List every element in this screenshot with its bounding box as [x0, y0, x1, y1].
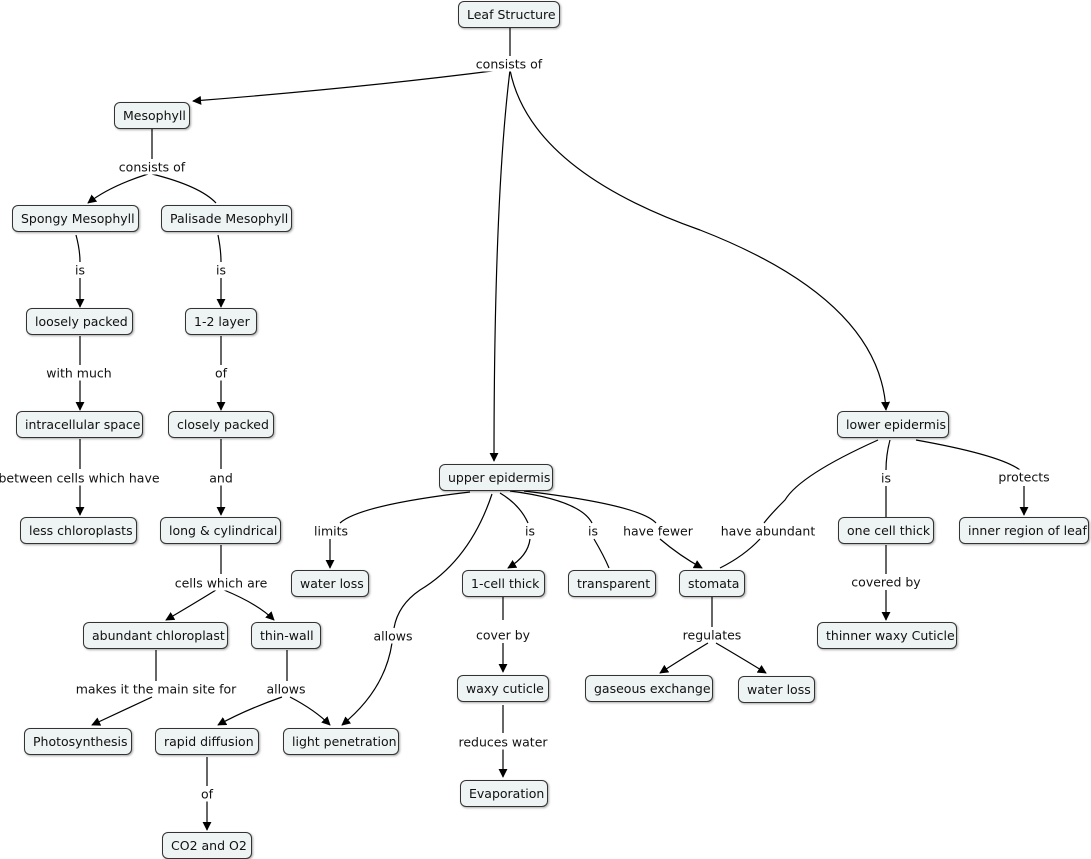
link-label-protects: protects [996, 469, 1052, 485]
link-label-consists-of: consists of [473, 56, 545, 72]
node-abundant-chloroplast[interactable]: abundant chloroplast [83, 622, 228, 649]
edge [223, 589, 275, 621]
node-one-cell-thick-upper[interactable]: 1-cell thick [462, 570, 545, 597]
link-label-with-much: with much [44, 365, 114, 381]
edge [523, 490, 657, 524]
edge [289, 696, 331, 726]
edge [593, 538, 610, 569]
edge [763, 439, 879, 524]
edge [339, 491, 471, 524]
link-label-covered-by: covered by [849, 574, 923, 590]
link-label-allows: allows [371, 628, 415, 644]
edge [719, 538, 761, 569]
edge [489, 69, 511, 462]
link-label-of: of [212, 365, 230, 381]
node-transparent[interactable]: transparent [568, 570, 656, 597]
edge [151, 173, 217, 204]
node-rapid-diffusion[interactable]: rapid diffusion [155, 728, 259, 755]
node-waxy-cuticle[interactable]: waxy cuticle [457, 675, 549, 702]
node-stomata[interactable]: stomata [679, 570, 745, 597]
node-gaseous-exchange[interactable]: gaseous exchange [585, 675, 713, 702]
edge [192, 69, 501, 105]
node-leaf-structure[interactable]: Leaf Structure [458, 1, 560, 28]
edge [91, 696, 153, 726]
link-label-have-abundant: have abundant [718, 523, 818, 539]
link-label-makes-main-site: makes it the main site for [73, 681, 239, 697]
link-label-reduces-water: reduces water [456, 734, 550, 750]
link-label-regulates: regulates [680, 627, 744, 643]
link-label-and: and [207, 470, 235, 486]
edge [715, 642, 767, 674]
link-label-of: of [198, 786, 216, 802]
node-one-two-layer[interactable]: 1-2 layer [185, 308, 257, 335]
link-label-is: is [214, 262, 228, 278]
edge [507, 538, 531, 569]
edge [915, 439, 1021, 471]
node-loosely-packed[interactable]: loosely packed [26, 308, 133, 335]
edge [509, 69, 891, 411]
node-long-cylindrical[interactable]: long & cylindrical [160, 517, 281, 544]
node-thinner-waxy-cuticle[interactable]: thinner waxy Cuticle [817, 622, 957, 649]
link-label-have-fewer: have fewer [621, 523, 695, 539]
link-label-allows: allows [264, 681, 308, 697]
link-label-cover-by: cover by [473, 627, 533, 643]
edge [75, 234, 81, 263]
node-less-chloroplasts[interactable]: less chloroplasts [20, 517, 137, 544]
edge [659, 538, 703, 569]
node-spongy-mesophyll[interactable]: Spongy Mesophyll [12, 205, 139, 232]
edge [393, 493, 493, 629]
edge [217, 234, 222, 263]
node-closely-packed[interactable]: closely packed [168, 411, 274, 438]
link-label-is: is [523, 523, 537, 539]
node-lower-epidermis[interactable]: lower epidermis [837, 411, 949, 438]
link-label-is: is [586, 523, 600, 539]
node-mesophyll[interactable]: Mesophyll [114, 102, 190, 129]
edge [87, 173, 149, 204]
edge [165, 589, 217, 621]
node-water-loss-2[interactable]: water loss [738, 676, 815, 703]
node-water-loss-1[interactable]: water loss [291, 570, 369, 597]
edge [217, 696, 283, 726]
node-photosynthesis[interactable]: Photosynthesis [24, 728, 132, 755]
link-label-consists-of: consists of [116, 159, 188, 175]
edge [341, 642, 393, 726]
edge [499, 492, 529, 524]
node-co2-o2[interactable]: CO2 and O2 [162, 832, 252, 859]
node-one-cell-thick-lower[interactable]: one cell thick [838, 517, 934, 544]
node-palisade-mesophyll[interactable]: Palisade Mesophyll [161, 205, 292, 232]
link-label-is: is [879, 470, 893, 486]
node-inner-region-of-leaf[interactable]: inner region of leaf [959, 517, 1089, 544]
edge [509, 490, 593, 524]
link-label-limits: limits [311, 523, 351, 539]
edge [885, 439, 891, 471]
node-light-penetration[interactable]: light penetration [283, 728, 399, 755]
link-label-is: is [73, 262, 87, 278]
node-thin-wall[interactable]: thin-wall [251, 622, 321, 649]
node-upper-epidermis[interactable]: upper epidermis [439, 464, 553, 491]
edge [659, 642, 709, 674]
node-intracellular-space[interactable]: intracellular space [16, 411, 143, 438]
link-label-cells-which-are: cells which are [172, 575, 270, 591]
link-label-between-cells: between cells which have [0, 470, 162, 486]
node-evaporation[interactable]: Evaporation [460, 780, 548, 807]
